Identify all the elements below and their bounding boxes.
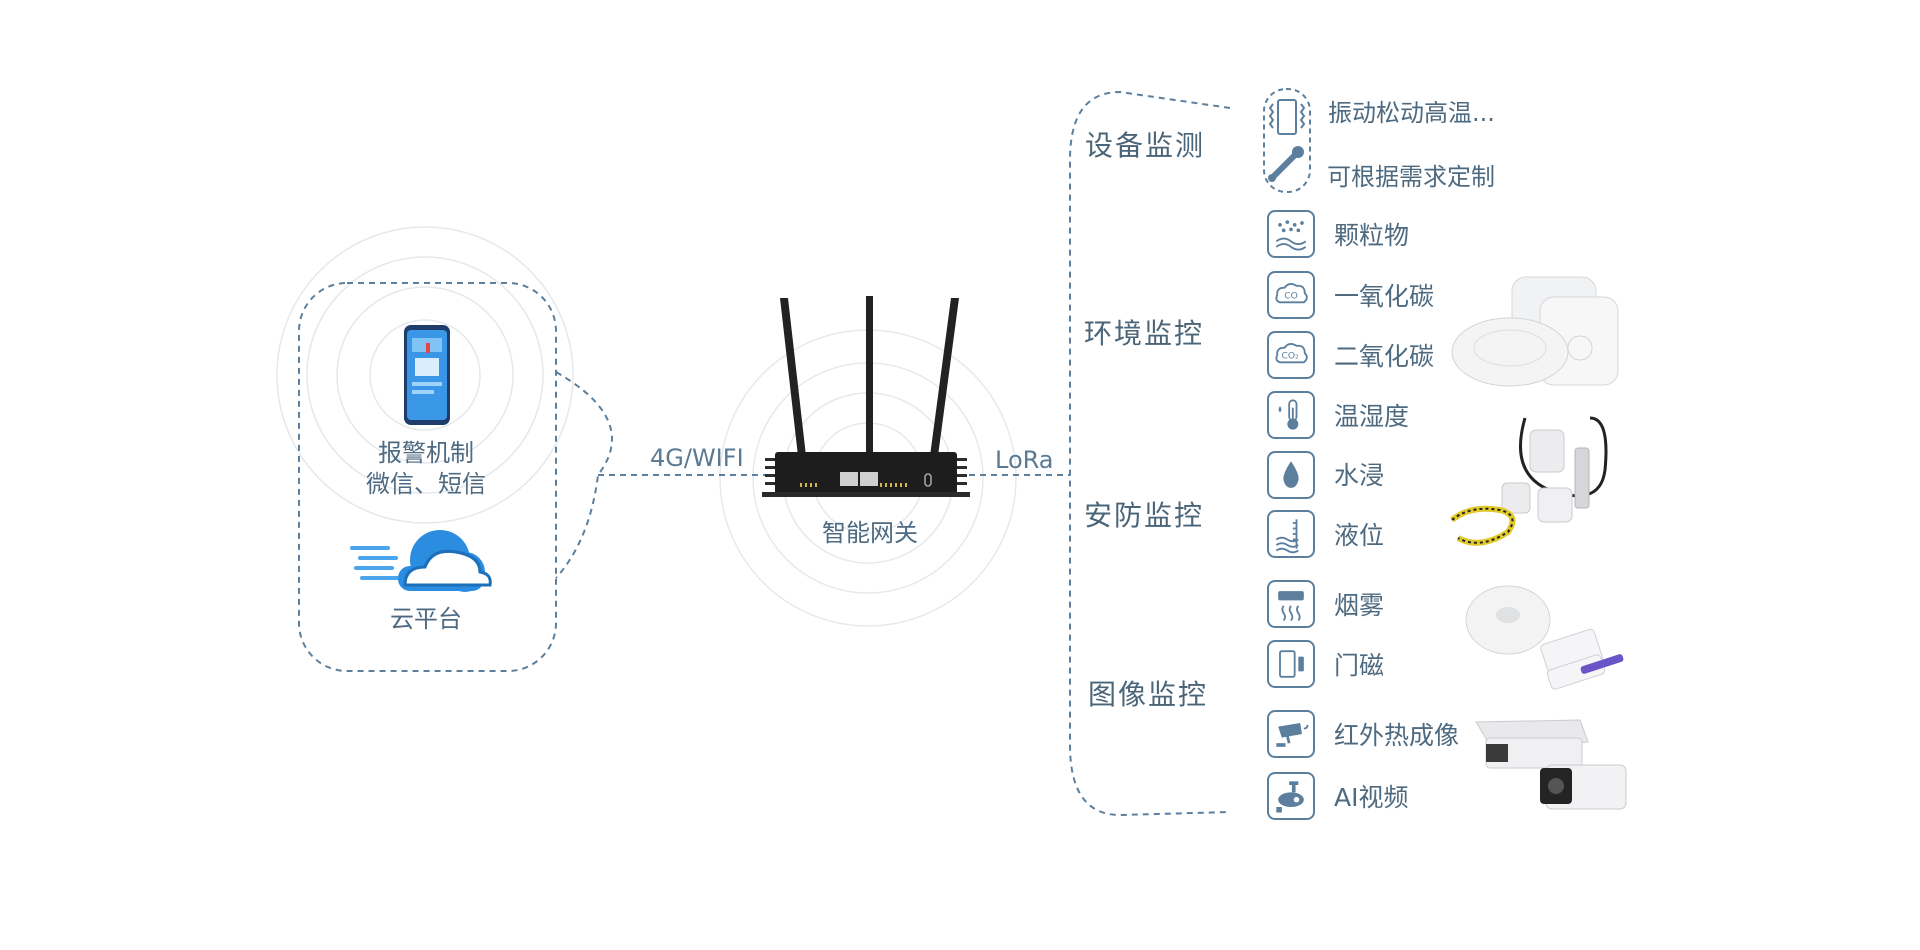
infrared-camera-icon [1267, 710, 1315, 758]
water-leak-icon [1267, 451, 1315, 499]
alarm-subtitle: 微信、短信 [366, 470, 486, 499]
item-door-magnet: 门磁 [1334, 651, 1385, 680]
ai-camera-icon [1267, 772, 1315, 820]
item-temp-humidity: 温湿度 [1334, 402, 1410, 431]
right-bracket [1069, 90, 1231, 817]
smoke-icon [1267, 580, 1315, 628]
category-image-monitoring: 图像监控 [1088, 678, 1209, 711]
co-icon: CO [1267, 271, 1315, 319]
co2-icon: CO₂ [1267, 331, 1315, 379]
air-sensor-product-image [1451, 276, 1619, 387]
cloud-platform-label: 云平台 [390, 605, 462, 633]
item-co: 一氧化碳 [1334, 282, 1435, 311]
category-security-monitoring: 安防监控 [1084, 499, 1205, 532]
item-liquid-level: 液位 [1334, 521, 1385, 550]
camera-product-image [1475, 719, 1627, 810]
category-device-monitoring: 设备监测 [1085, 129, 1206, 162]
smoke-door-product-image [1465, 585, 1624, 690]
downlink-label: LoRa [995, 446, 1054, 474]
left-bracket-curve [555, 371, 613, 579]
item-custom: 可根据需求定制 [1327, 163, 1495, 191]
gateway-label: 智能网关 [822, 519, 918, 547]
svg-text:CO: CO [1284, 291, 1298, 302]
vibration-sensor-icon [1268, 99, 1306, 135]
phone-signal-rings [276, 226, 574, 524]
item-particulate: 颗粒物 [1334, 221, 1410, 250]
alarm-label-block: 报警机制 微信、短信 [351, 438, 501, 500]
liquid-level-icon [1267, 510, 1315, 558]
item-infrared: 红外热成像 [1334, 721, 1460, 750]
device-icon-bracket [1263, 88, 1311, 193]
item-co2: 二氧化碳 [1334, 342, 1435, 371]
item-vibration: 振动松动高温... [1328, 99, 1495, 127]
left-group-box [298, 282, 557, 672]
smartphone-icon [404, 325, 450, 425]
category-environment-monitoring: 环境监控 [1084, 317, 1205, 350]
wrench-icon [1268, 146, 1304, 182]
item-water-leak: 水浸 [1334, 461, 1385, 490]
item-smoke: 烟雾 [1334, 591, 1385, 620]
svg-text:CO₂: CO₂ [1281, 351, 1299, 362]
temperature-humidity-icon [1267, 391, 1315, 439]
router-icon [762, 296, 970, 497]
particulate-icon [1267, 210, 1315, 258]
alarm-title: 报警机制 [378, 439, 474, 467]
water-level-product-image [1450, 416, 1608, 546]
door-magnet-icon [1267, 640, 1315, 688]
cloud-icon [350, 530, 492, 592]
uplink-label: 4G/WIFI [650, 444, 744, 472]
item-ai-video: AI视频 [1334, 783, 1409, 812]
